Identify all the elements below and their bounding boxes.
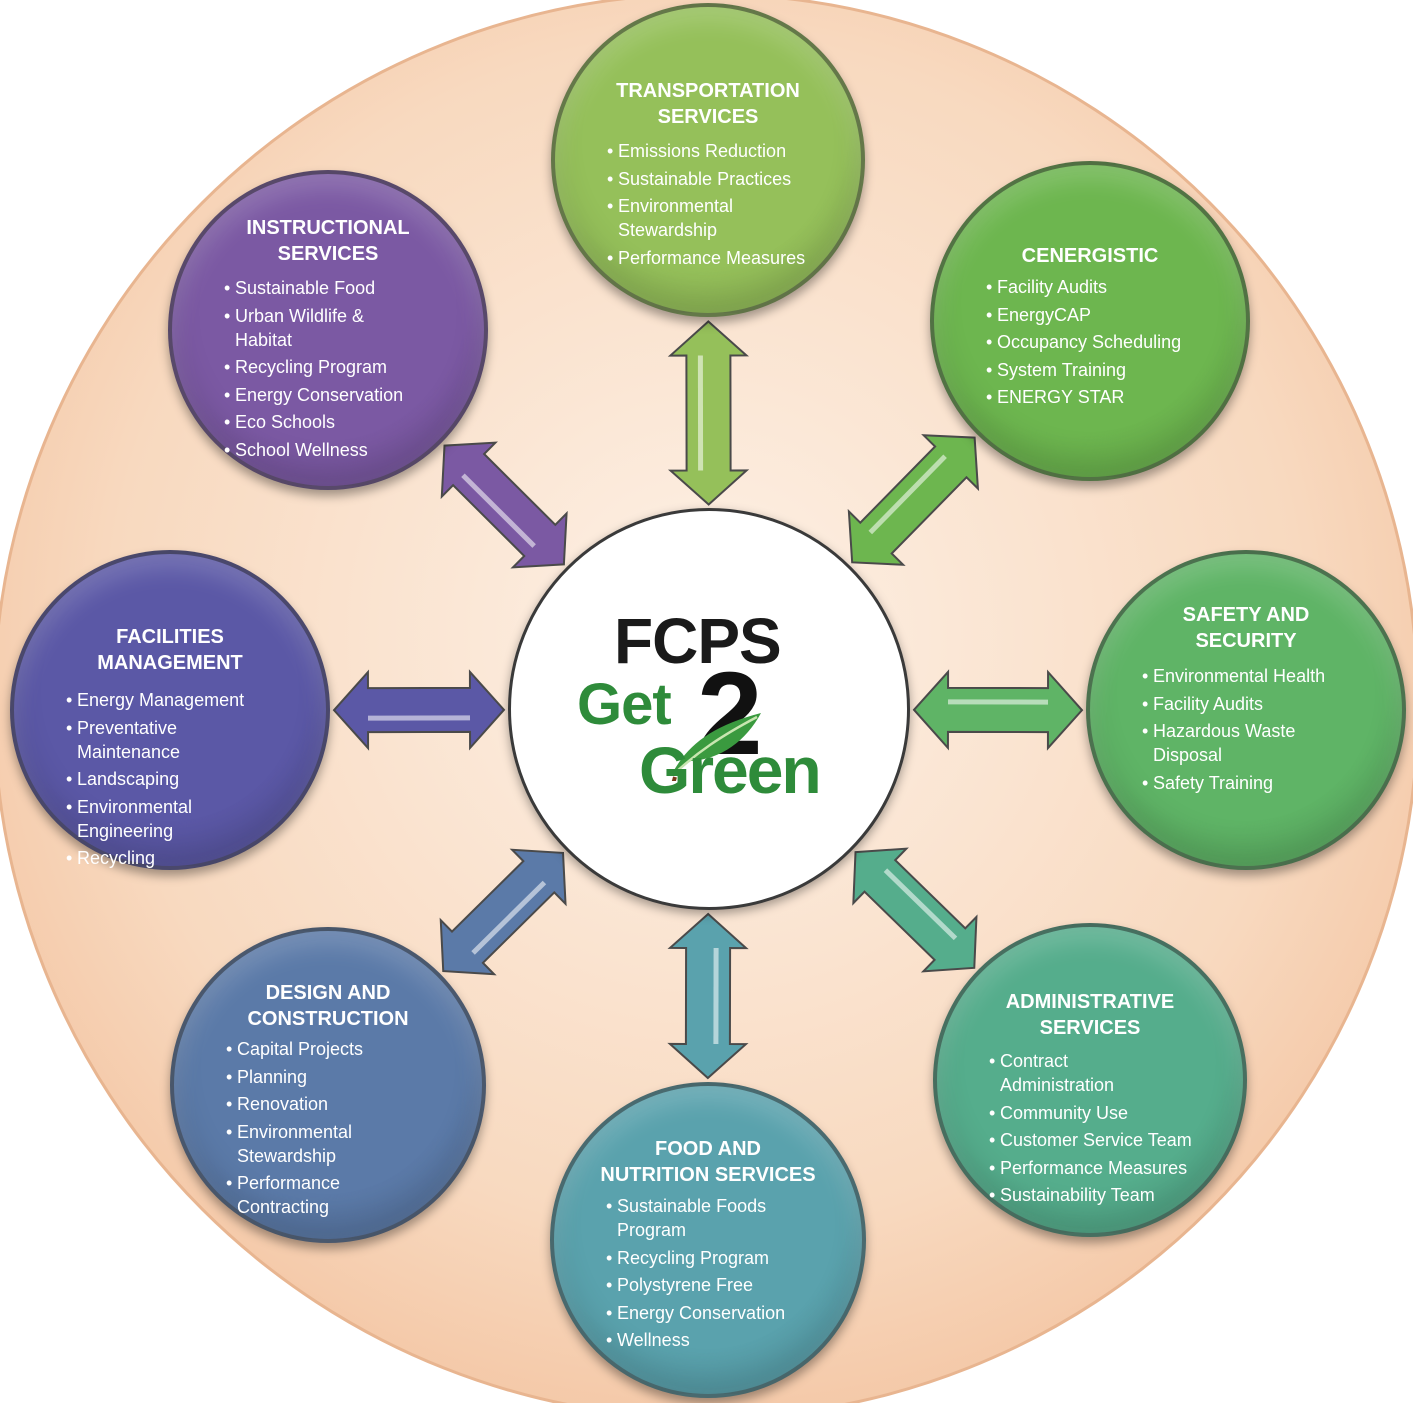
logo-green-text: Green xyxy=(639,733,822,807)
node-title: TRANSPORTATION SERVICES xyxy=(616,80,800,128)
node-item: Sustainable Practices xyxy=(607,167,805,191)
node-item: Contract Administration xyxy=(989,1049,1192,1097)
node-item: System Training xyxy=(986,358,1181,382)
arrow-shape xyxy=(667,319,750,506)
arrow-highlight xyxy=(460,473,536,548)
node-title: DESIGN AND CONSTRUCTION xyxy=(247,982,409,1030)
leaf-icon xyxy=(671,713,761,781)
node-item: Hazardous Waste Disposal xyxy=(1142,719,1325,767)
node-item: Occupancy Scheduling xyxy=(986,330,1181,354)
node-item: Recycling Program xyxy=(224,355,403,379)
node-item: Wellness xyxy=(606,1328,785,1352)
node-item-list: Contract AdministrationCommunity UseCust… xyxy=(989,1049,1192,1211)
node-item: Energy Conservation xyxy=(606,1301,785,1325)
logo-get-text: Get xyxy=(577,672,672,737)
node-item: Eco Schools xyxy=(224,410,403,434)
node-item: Customer Service Team xyxy=(989,1128,1192,1152)
node-item: Energy Conservation xyxy=(224,383,403,407)
node-item: EnergyCAP xyxy=(986,303,1181,327)
node-item-list: Environmental HealthFacility AuditsHazar… xyxy=(1142,664,1325,798)
node-transportation: TRANSPORTATION SERVICES Emissions Reducti… xyxy=(551,3,865,317)
node-item: Planning xyxy=(226,1065,363,1089)
node-title: ADMINISTRATIVE SERVICES xyxy=(1005,991,1175,1039)
arrow-shape xyxy=(912,668,1084,751)
arrow-shape xyxy=(439,848,567,976)
node-item: Environmental Health xyxy=(1142,664,1325,688)
node-title: FOOD AND NUTRITION SERVICES xyxy=(600,1138,816,1186)
node-item: Performance Measures xyxy=(607,246,805,270)
node-item: Community Use xyxy=(989,1101,1192,1125)
arrow-food xyxy=(667,912,750,1080)
node-item-list: Capital ProjectsPlanningRenovationEnviro… xyxy=(226,1037,363,1223)
node-administrative: ADMINISTRATIVE SERVICES Contract Administ… xyxy=(933,923,1247,1237)
node-item-list: Sustainable Foods ProgramRecycling Progr… xyxy=(606,1194,785,1356)
node-item: Landscaping xyxy=(66,767,244,791)
node-safety: SAFETY AND SECURITY Environmental HealthF… xyxy=(1086,550,1406,870)
node-title: SAFETY AND SECURITY xyxy=(1182,604,1310,652)
node-item: Sustainable Foods Program xyxy=(606,1194,785,1242)
node-item: Environmental Stewardship xyxy=(607,194,805,242)
arrow-administrative xyxy=(852,847,978,973)
node-item: ENERGY STAR xyxy=(986,385,1181,409)
node-item-list: Energy ManagementPreventative Maintenanc… xyxy=(66,688,244,874)
arrow-shape xyxy=(332,668,506,751)
node-cenergistic: CENERGISTIC Facility AuditsEnergyCAP Occup… xyxy=(930,161,1250,481)
node-instructional: INSTRUCTIONAL SERVICES Sustainable FoodUr… xyxy=(168,170,488,490)
node-item: Performance Measures xyxy=(989,1156,1192,1180)
arrow-design xyxy=(439,848,567,976)
node-title: FACILITIES MANAGEMENT xyxy=(97,626,243,674)
arrow-facilities xyxy=(332,668,506,751)
node-item: School Wellness xyxy=(224,438,403,462)
node-item: Sustainability Team xyxy=(989,1183,1192,1207)
node-design: DESIGN AND CONSTRUCTION Capital ProjectsP… xyxy=(170,927,486,1243)
node-item: Environmental Engineering xyxy=(66,795,244,843)
node-item: Capital Projects xyxy=(226,1037,363,1061)
arrow-shape xyxy=(440,441,568,569)
arrow-shape xyxy=(852,847,978,973)
node-item: Preventative Maintenance xyxy=(66,716,244,764)
center-logo-circle: FCPS Get 2 Green xyxy=(508,508,910,910)
node-item: Recycling xyxy=(66,846,244,870)
node-item: Safety Training xyxy=(1142,771,1325,795)
node-item: Polystyrene Free xyxy=(606,1273,785,1297)
node-item: Energy Management xyxy=(66,688,244,712)
arrow-cenergistic xyxy=(848,434,980,567)
arrow-highlight xyxy=(868,454,948,535)
node-item-list: Facility AuditsEnergyCAP Occupancy Schedu… xyxy=(986,275,1181,413)
node-item: Urban Wildlife & Habitat xyxy=(224,304,403,352)
node-item: Renovation xyxy=(226,1092,363,1116)
arrow-highlight xyxy=(884,868,958,941)
arrow-highlight xyxy=(471,880,547,955)
node-title: CENERGISTIC xyxy=(1021,245,1159,267)
node-item-list: Emissions ReductionSustainable Practices… xyxy=(607,139,805,273)
node-item: Environmental Stewardship xyxy=(226,1120,363,1168)
node-title: INSTRUCTIONAL SERVICES xyxy=(246,217,410,265)
node-item: Facility Audits xyxy=(1142,692,1325,716)
node-item: Emissions Reduction xyxy=(607,139,805,163)
arrow-instructional xyxy=(440,441,568,569)
node-item-list: Sustainable FoodUrban Wildlife & Habitat… xyxy=(224,276,403,465)
node-item: Recycling Program xyxy=(606,1246,785,1270)
node-item: Sustainable Food xyxy=(224,276,403,300)
node-item: Performance Contracting xyxy=(226,1171,363,1219)
node-facilities: FACILITIES MANAGEMENT Energy ManagementPr… xyxy=(10,550,330,870)
arrow-transportation xyxy=(667,319,750,506)
logo-fcps-text: FCPS xyxy=(614,605,782,677)
arrow-shape xyxy=(848,434,980,567)
node-item: Facility Audits xyxy=(986,275,1181,299)
arrow-safety xyxy=(912,668,1084,751)
node-food: FOOD AND NUTRITION SERVICES Sustainable F… xyxy=(550,1082,866,1398)
arrow-shape xyxy=(667,912,750,1080)
